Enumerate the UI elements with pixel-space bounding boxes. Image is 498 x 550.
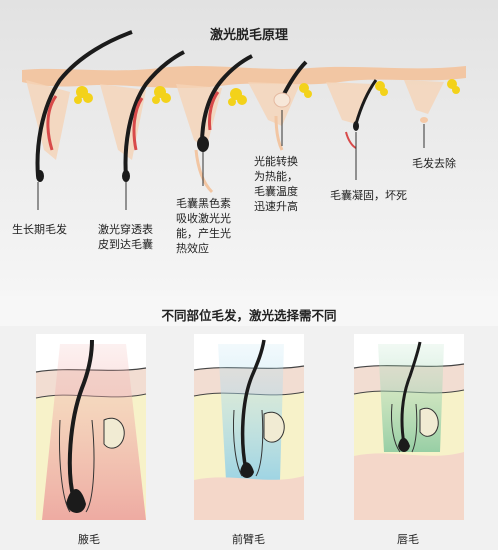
panel-lip xyxy=(353,334,465,520)
panel-armpit xyxy=(35,334,147,520)
separator-band xyxy=(0,296,498,326)
step-label-5: 毛囊凝固，坏死 xyxy=(330,189,407,202)
panel-label-armpit: 腋毛 xyxy=(78,533,100,546)
panel-forearm xyxy=(193,334,305,520)
subtitle: 不同部位毛发，激光选择需不同 xyxy=(161,308,337,323)
main-title: 激光脱毛原理 xyxy=(209,28,288,43)
panel-label-lip: 唇毛 xyxy=(397,533,419,546)
hair-stage-4 xyxy=(273,60,308,151)
hair-stage-2 xyxy=(122,50,185,182)
skin-strip xyxy=(22,66,466,160)
connector-lines xyxy=(37,110,425,210)
step-label-2: 激光穿透表 皮到达毛囊 xyxy=(98,223,153,251)
top-background xyxy=(0,0,498,300)
hair-stage-5 xyxy=(345,79,378,149)
step-label-1: 生长期毛发 xyxy=(12,223,67,236)
panel-label-forearm: 前臂毛 xyxy=(232,533,265,546)
hair-stage-6 xyxy=(420,117,428,123)
hair-stage-1 xyxy=(35,30,133,182)
step-label-6: 毛发去除 xyxy=(412,157,456,170)
gland-marks xyxy=(74,79,460,106)
step-label-3: 毛囊黑色素 吸收激光光 能，产生光 热效应 xyxy=(176,197,231,255)
step-label-4: 光能转换 为热能， 毛囊温度 迅速升高 xyxy=(254,155,298,213)
hair-stage-3 xyxy=(194,54,253,194)
